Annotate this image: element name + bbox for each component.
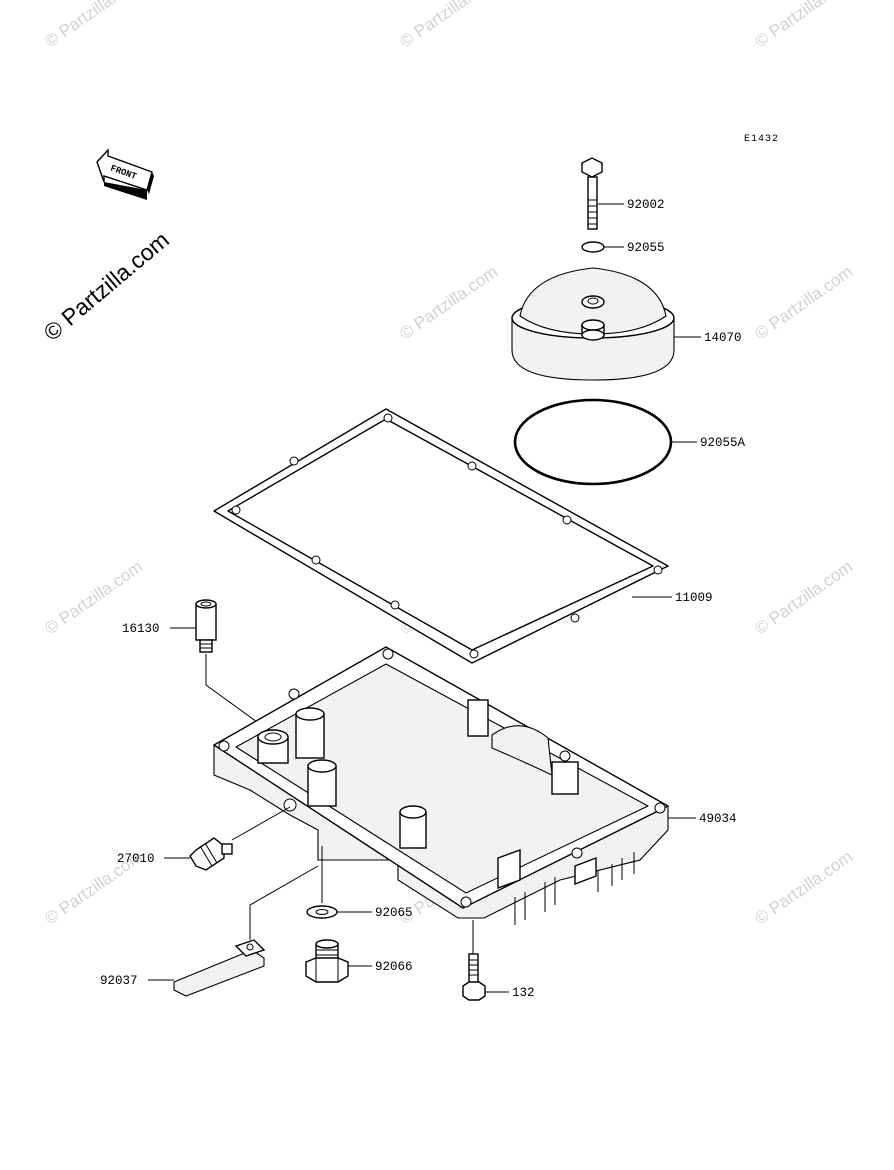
diagram-code: E1432 [744,134,779,145]
part-number: 92002 [627,198,665,212]
washer-part[interactable] [306,905,338,919]
watermark: © Partzilla.com [396,0,501,51]
part-number: 11009 [675,591,713,605]
watermark: © Partzilla.com [751,557,856,638]
cover-part[interactable] [511,267,675,381]
front-arrow-icon: FRONT [96,148,154,200]
part-number: 92066 [375,960,413,974]
leader-line [231,806,291,841]
lead-part[interactable] [173,939,266,997]
watermark: © Partzilla.com [751,0,856,51]
watermark: © Partzilla.com [751,262,856,343]
part-number: 16130 [122,622,160,636]
leader-line [205,654,276,736]
part-number: 92065 [375,906,413,920]
drain-plug-part[interactable] [305,939,349,983]
gasket-part[interactable] [213,408,669,664]
watermark-main: © Partzilla.com [39,226,174,346]
watermark: © Partzilla.com [41,0,146,51]
switch-part[interactable] [189,837,233,871]
fitting-part[interactable] [195,599,217,653]
part-number: 92055 [627,241,665,255]
leader-line [249,865,319,940]
bolt-top-part[interactable] [581,157,603,230]
o-ring-large-part[interactable] [513,398,673,486]
watermark: © Partzilla.com [751,847,856,928]
bolt-bottom-part[interactable] [462,953,486,1001]
watermark-main-text: © Partzilla.com [39,226,174,346]
part-number: 49034 [699,812,737,826]
part-number: 132 [512,986,535,1000]
part-number: 92055A [700,436,746,450]
o-ring-small-part[interactable] [581,241,605,253]
part-number: 14070 [704,331,742,345]
watermark: © Partzilla.com [396,262,501,343]
part-number: 92037 [100,974,138,988]
part-number: 27010 [117,852,155,866]
oil-pan-part[interactable] [213,646,669,925]
